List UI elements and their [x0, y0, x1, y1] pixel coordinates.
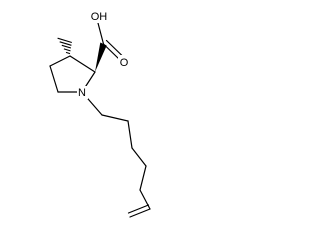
- bond-carbonyl-double-b: [105, 39, 124, 58]
- atom-label-ring-n: N: [78, 87, 86, 99]
- bond-c4-c3: [49, 55, 71, 67]
- carboxyl-solid-wedge-bond: [95, 42, 107, 72]
- chain-bond-4: [131, 147, 147, 167]
- terminal-double-bond-a: [129, 208, 151, 218]
- bond-c3-c2: [69, 55, 96, 73]
- bond-c5-c4: [49, 65, 59, 93]
- chain-bond-5: [139, 165, 147, 191]
- skeletal-structure-diagram: OH O N: [49, 9, 151, 218]
- chain-bond-6: [139, 189, 151, 210]
- methyl-hashed-wedge-bond: [57, 37, 72, 55]
- terminal-double-bond-b: [127, 204, 150, 214]
- bond-carbonyl-double-a: [102, 43, 121, 61]
- atom-label-carboxyl-oh: OH: [91, 11, 108, 23]
- chain-bond-3: [127, 120, 133, 149]
- chain-bond-2: [101, 114, 129, 122]
- bond-carboxyl-oh: [97, 22, 105, 45]
- atom-label-carbonyl-o: O: [120, 57, 129, 69]
